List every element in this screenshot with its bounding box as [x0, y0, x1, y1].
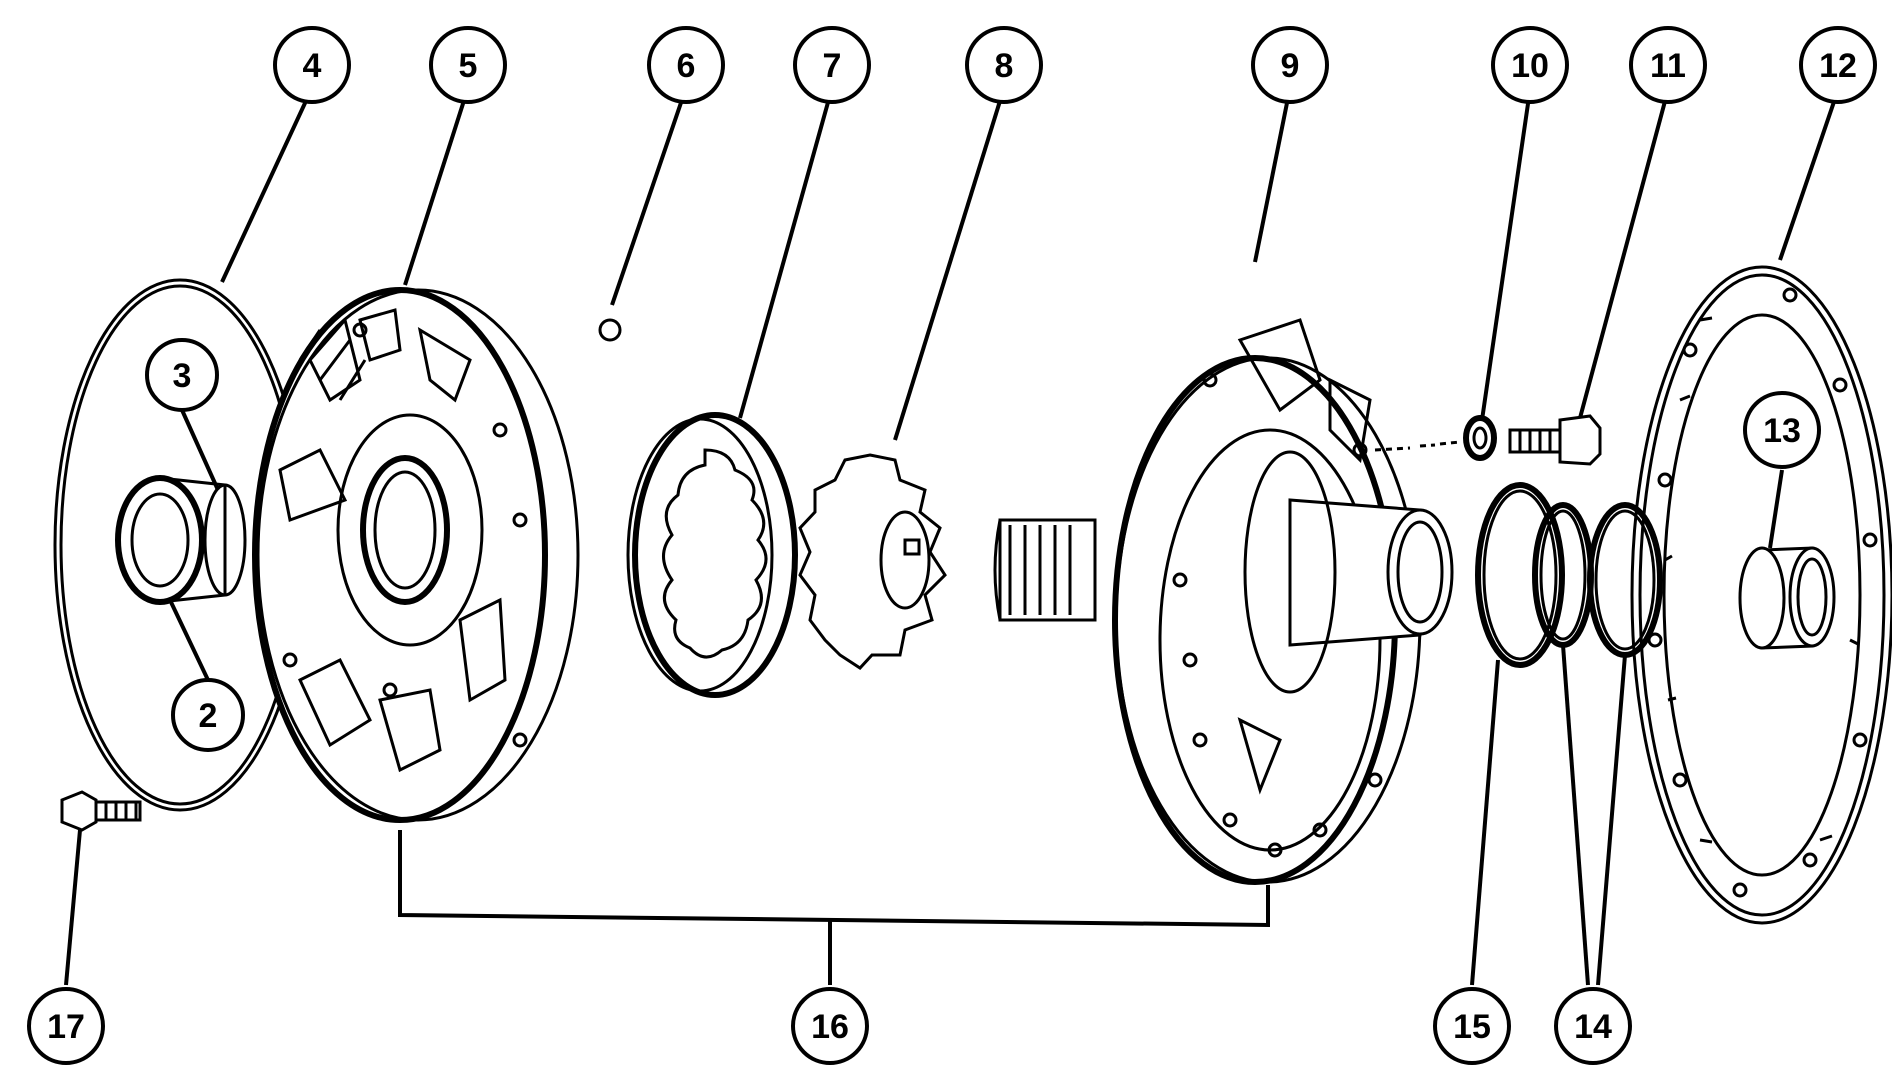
pump-cover-part-9	[993, 318, 1454, 885]
front-seal-part-2-3	[115, 475, 247, 605]
callout-5: 5	[429, 26, 507, 104]
callout-8: 8	[965, 26, 1043, 104]
bolt-part-11	[1508, 414, 1602, 466]
callout-17: 17	[27, 987, 105, 1065]
callout-9: 9	[1251, 26, 1329, 104]
callout-10: 10	[1491, 26, 1569, 104]
callout-7: 7	[793, 26, 871, 104]
callout-14-label: 14	[1574, 1008, 1612, 1046]
seal-ring-part-15	[1475, 482, 1565, 668]
callout-3: 3	[145, 338, 219, 412]
inner-gear-part-8	[798, 453, 947, 670]
callout-12: 12	[1799, 26, 1877, 104]
callout-13-label: 13	[1763, 412, 1801, 450]
ball-part-6	[598, 318, 622, 342]
callout-11-label: 11	[1650, 47, 1686, 85]
callout-6: 6	[647, 26, 725, 104]
callout-6-label: 6	[677, 47, 696, 85]
washer-part-10	[1374, 415, 1497, 461]
callout-11: 11	[1629, 26, 1707, 104]
callout-4-label: 4	[303, 47, 322, 85]
bracket-part-16	[398, 830, 1270, 928]
leader-lines	[64, 87, 1840, 986]
callout-15-label: 15	[1453, 1008, 1491, 1046]
callout-8-label: 8	[995, 47, 1014, 85]
callout-7-label: 7	[823, 47, 842, 85]
callout-13: 13	[1743, 391, 1821, 469]
callout-16: 16	[791, 987, 869, 1065]
callout-15: 15	[1433, 987, 1511, 1065]
outer-gear-part-7	[626, 412, 798, 698]
callout-12-label: 12	[1819, 47, 1857, 85]
callout-9-label: 9	[1281, 47, 1300, 85]
gasket-part-12	[1630, 265, 1892, 925]
pump-body-part-5	[252, 287, 580, 823]
callout-4: 4	[273, 26, 351, 104]
callout-5-label: 5	[459, 47, 478, 85]
callout-16-label: 16	[811, 1008, 849, 1046]
callout-2: 2	[171, 678, 245, 752]
callout-14: 14	[1554, 987, 1632, 1065]
callout-3-label: 3	[173, 357, 192, 395]
bolt-part-17	[60, 790, 142, 832]
callout-17-label: 17	[47, 1008, 85, 1046]
callout-10-label: 10	[1511, 47, 1549, 85]
bushing-part-13	[1738, 546, 1836, 650]
callout-2-label: 2	[199, 697, 218, 735]
